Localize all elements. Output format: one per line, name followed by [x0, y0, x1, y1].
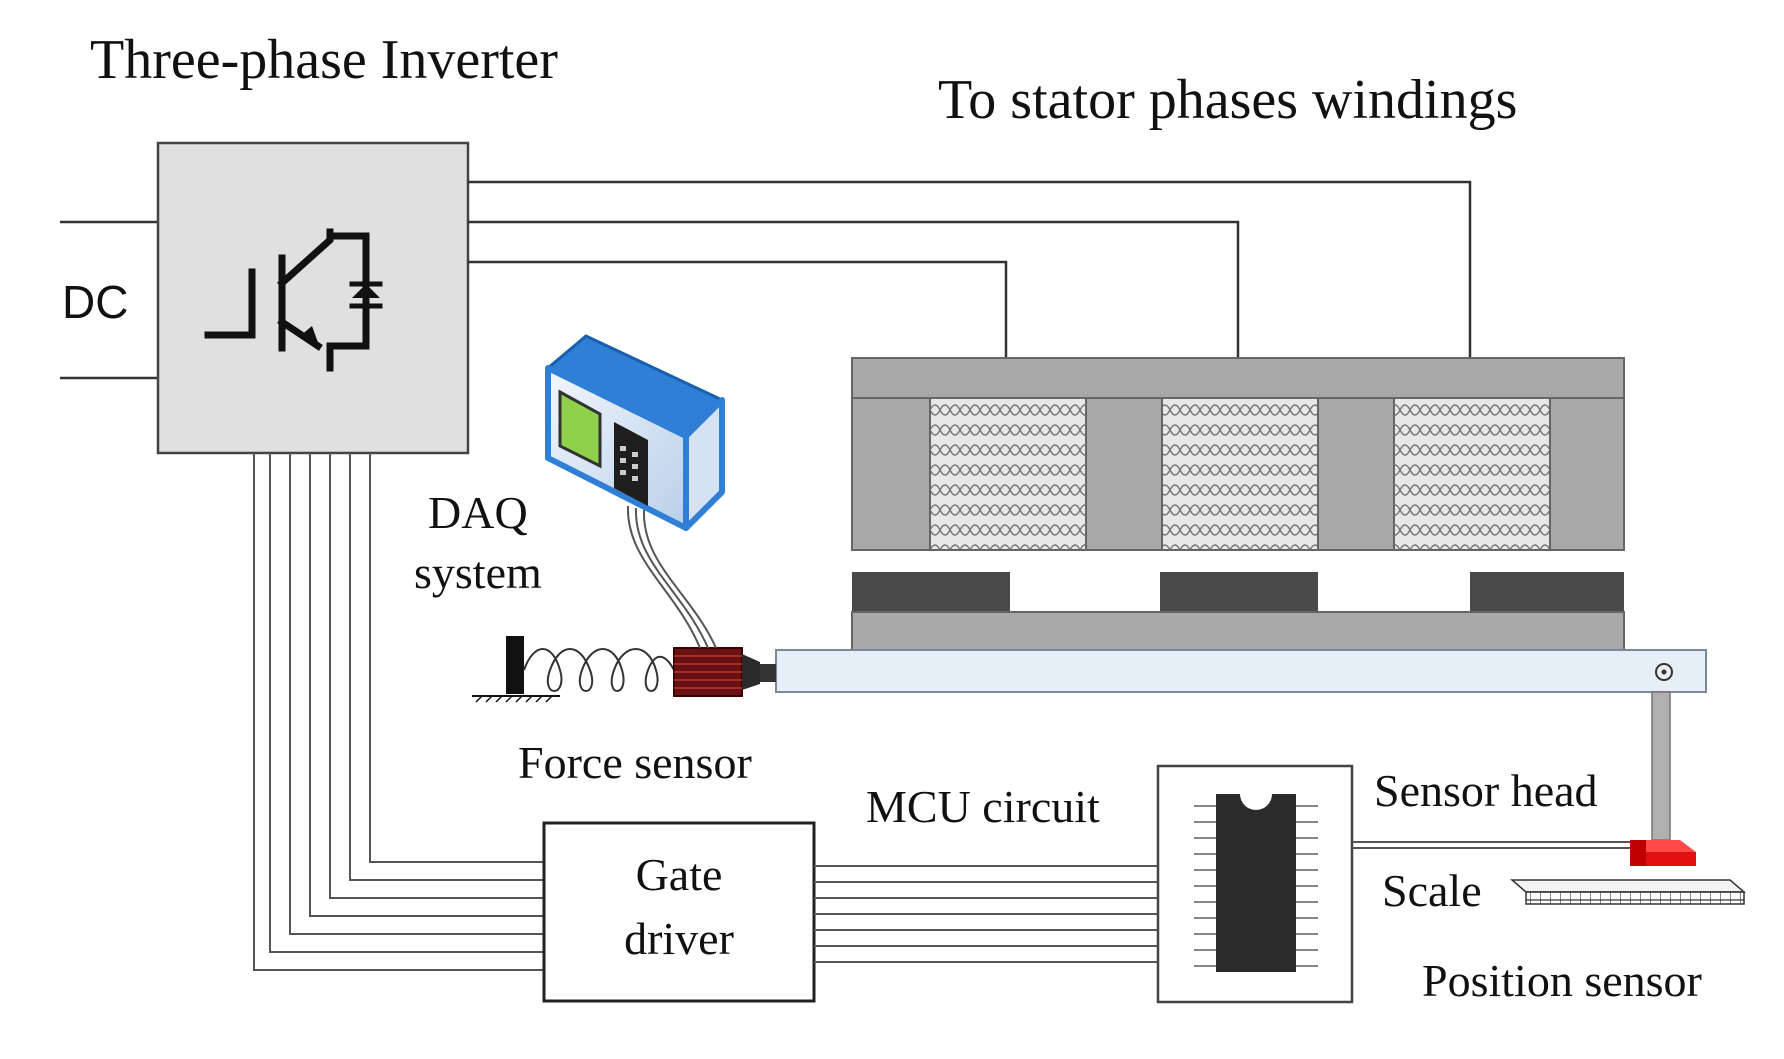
phase-coil-c	[1393, 397, 1551, 551]
mover-rail	[775, 649, 1707, 693]
inverter-title: Three-phase Inverter	[90, 29, 558, 91]
position-scale	[1509, 879, 1747, 905]
daq-system-device	[545, 334, 725, 531]
scale-label: Scale	[1382, 865, 1482, 916]
sensor-head-label: Sensor head	[1374, 765, 1598, 816]
fixed-wall-ground	[472, 636, 560, 703]
magnet-right	[1470, 572, 1624, 612]
sensor-head-support	[1651, 691, 1671, 841]
mover-back-iron	[851, 611, 1625, 651]
daq-label-line1: DAQ	[428, 487, 528, 538]
daq-label-line2: system	[414, 547, 542, 598]
gate-driver-block	[542, 821, 816, 1003]
phase-coil-b	[1161, 397, 1319, 551]
gate-driver-label-line2: driver	[624, 913, 734, 964]
dc-label: DC	[62, 276, 128, 328]
igbt-transistor-icon	[204, 228, 383, 372]
daq-screen	[558, 389, 602, 469]
dc-input-lines	[60, 220, 158, 380]
force-sensor-label: Force sensor	[518, 737, 752, 788]
three-phase-inverter-block	[156, 141, 470, 455]
stator-phase-wires	[468, 180, 1472, 358]
stator-title: To stator phases windings	[938, 69, 1517, 131]
mcu-chip-icon	[1194, 794, 1318, 972]
phase-coil-a	[929, 397, 1087, 551]
mover-magnets	[852, 572, 1624, 612]
gate-driver-label-line1: Gate	[636, 849, 723, 900]
mcu-to-sensor-wire	[1352, 841, 1630, 849]
position-sensor-label: Position sensor	[1422, 955, 1702, 1006]
spring	[523, 648, 675, 692]
daq-cables	[626, 505, 717, 649]
magnet-middle	[1160, 572, 1318, 612]
rail-mount-icon	[1655, 663, 1673, 681]
magnet-left	[852, 572, 1010, 612]
gate-signal-wires	[253, 453, 544, 971]
rail-mount-dot-icon	[1661, 669, 1667, 675]
daq-keypad	[614, 422, 648, 506]
mcu-circuit-label: MCU circuit	[866, 781, 1100, 832]
force-sensor	[673, 647, 776, 697]
stator-phase-coils	[929, 397, 1551, 551]
sensor-head	[1630, 840, 1696, 866]
mcu-to-driver-wires	[814, 865, 1158, 963]
